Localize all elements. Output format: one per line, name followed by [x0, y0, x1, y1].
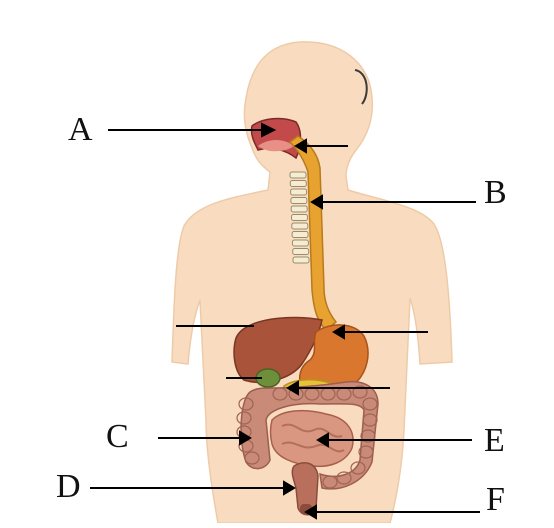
trachea-ring	[293, 257, 309, 263]
trachea-ring	[293, 249, 309, 255]
label-f: F	[486, 483, 505, 517]
trachea-rings-icon	[290, 172, 309, 263]
trachea-ring	[291, 198, 307, 204]
label-c: C	[106, 420, 129, 454]
label-e: E	[484, 424, 505, 458]
trachea-ring	[292, 232, 308, 238]
trachea-ring	[292, 223, 308, 229]
trachea-ring	[290, 172, 306, 178]
trachea-ring	[292, 215, 308, 221]
trachea-ring	[292, 240, 308, 246]
small-intestine	[271, 411, 353, 467]
label-a: A	[68, 113, 93, 147]
label-d: D	[56, 470, 81, 504]
trachea-ring	[291, 206, 307, 212]
label-b: B	[484, 176, 507, 210]
trachea-ring	[290, 181, 306, 187]
trachea-ring	[291, 189, 307, 195]
